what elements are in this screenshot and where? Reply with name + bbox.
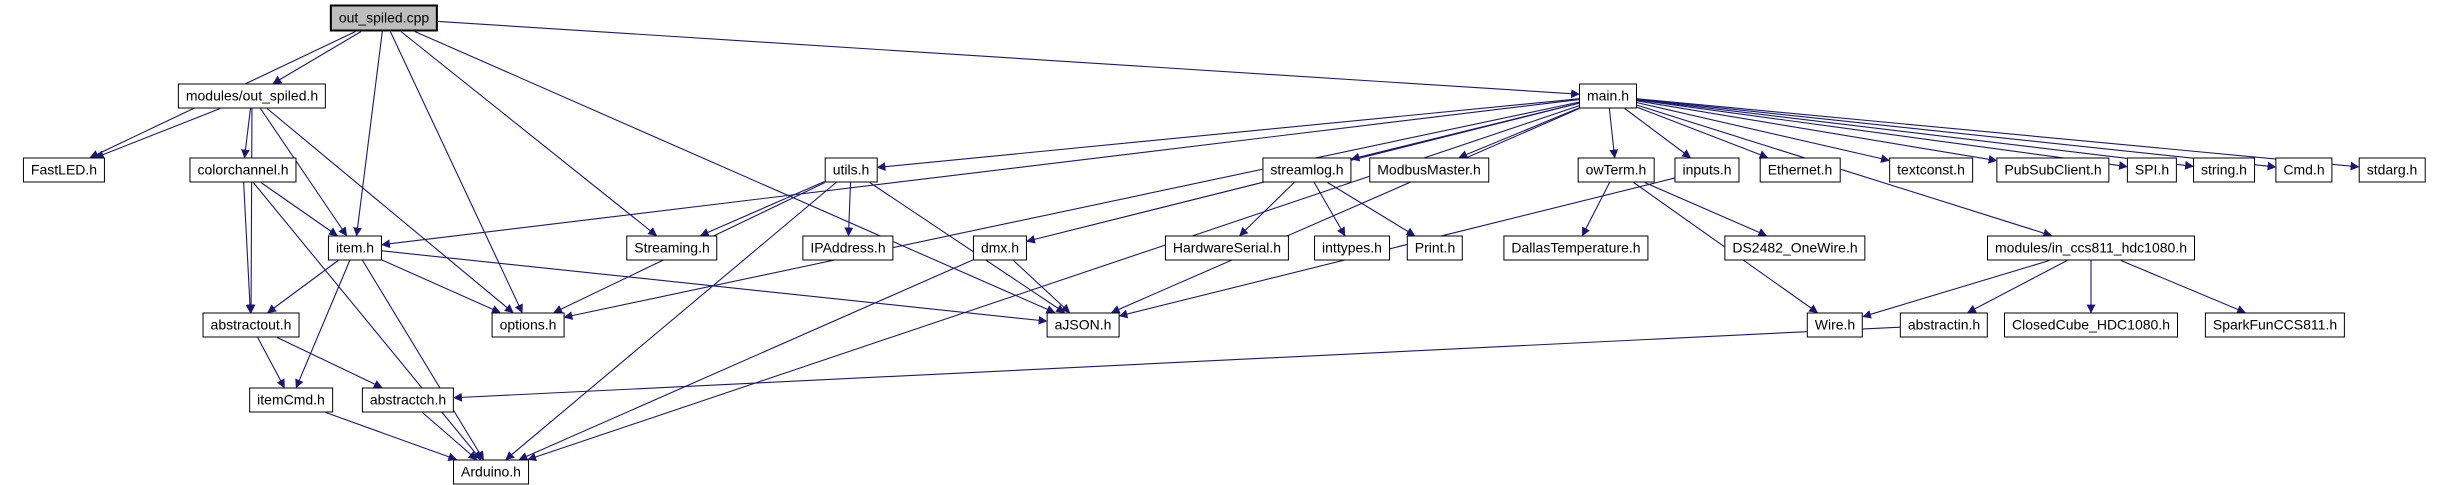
edge-out_spiled_cpp-to-ajson_h <box>414 30 1056 314</box>
edge-colorchannel_h-to-item_h <box>260 182 338 237</box>
edge-main_h-to-owterm_h <box>1608 108 1619 159</box>
node-closedcube_hdc1080_h[interactable]: ClosedCube_HDC1080.h <box>2004 312 2178 338</box>
edge-main_h-to-options_h <box>563 101 1580 320</box>
edge-item_h-to-options_h <box>381 259 501 314</box>
edge-modules_in_ccs811_hdc1080_h-to-abstractin_h <box>1967 260 2068 313</box>
node-modules_out_spiled_h[interactable]: modules/out_spiled.h <box>177 83 327 109</box>
edge-streamlog_h-to-inttypes_h <box>1313 182 1346 237</box>
edge-dmx_h-to-arduino_h <box>518 259 974 461</box>
edge-modules_out_spiled_h-to-item_h <box>260 108 348 237</box>
edge-utils_h-to-ajson_h <box>869 182 1066 313</box>
edge-streamlog_h-to-print_h <box>1327 182 1416 236</box>
edge-main_h-to-item_h <box>381 98 1580 249</box>
edge-main_h-to-string_h <box>1636 98 2194 170</box>
edge-modules_in_ccs811_hdc1080_h-to-sparkfunccs811_h <box>2120 259 2246 314</box>
edge-item_h-to-abstractout_h <box>267 260 339 314</box>
edge-item_h-to-itemcmd_h <box>295 260 351 389</box>
edge-owterm_h-to-dallastemperature_h <box>1581 182 1611 237</box>
node-spi_h[interactable]: SPI.h <box>2126 157 2178 183</box>
edge-abstractch_h-to-arduino_h <box>422 412 478 461</box>
node-cmd_h[interactable]: Cmd.h <box>2275 157 2333 183</box>
node-streaming_h[interactable]: Streaming.h <box>626 235 718 261</box>
edge-out_spiled_cpp-to-options_h <box>389 31 523 314</box>
node-inttypes_h[interactable]: inttypes.h <box>1314 235 1390 261</box>
edge-modules_in_ccs811_hdc1080_h-to-wire_h <box>1862 259 2050 319</box>
edge-main_h-to-ajson_h <box>1110 107 1580 314</box>
edge-main_h-to-modbusmaster_h <box>1458 107 1580 159</box>
edge-out_spiled_cpp-to-streaming_h <box>400 31 658 237</box>
edge-modules_out_spiled_h-to-options_h <box>266 108 514 314</box>
node-colorchannel_h[interactable]: colorchannel.h <box>189 157 297 183</box>
edge-modules_out_spiled_h-to-abstractout_h <box>246 108 256 314</box>
node-out_spiled_cpp[interactable]: out_spiled.cpp <box>329 4 439 32</box>
edge-utils_h-to-streaming_h <box>699 181 825 237</box>
edge-main_h-to-modules_in_ccs811_hdc1080_h <box>1636 104 2053 238</box>
node-modules_in_ccs811_hdc1080_h[interactable]: modules/in_ccs811_hdc1080.h <box>1987 235 2195 261</box>
edge-itemcmd_h-to-arduino_h <box>325 411 458 461</box>
node-item_h[interactable]: item.h <box>327 235 383 261</box>
node-dallastemperature_h[interactable]: DallasTemperature.h <box>1503 235 1649 261</box>
edge-main_h-to-inputs_h <box>1624 108 1691 159</box>
node-hardwareserial_h[interactable]: HardwareSerial.h <box>1164 235 1290 261</box>
node-ajson_h[interactable]: aJSON.h <box>1046 312 1120 338</box>
edge-main_h-to-pubsubclient_h <box>1636 100 1998 164</box>
node-options_h[interactable]: options.h <box>491 312 565 338</box>
edge-utils_h-to-ipaddress_h <box>844 182 854 237</box>
edge-abstractout_h-to-itemcmd_h <box>257 337 285 389</box>
edge-utils_h-to-arduino_h <box>505 182 837 461</box>
edge-inputs_h-to-ajson_h <box>1118 177 1675 319</box>
node-ds2482_onewire_h[interactable]: DS2482_OneWire.h <box>1724 235 1866 261</box>
node-owterm_h[interactable]: owTerm.h <box>1577 157 1655 183</box>
node-utils_h[interactable]: utils.h <box>824 157 878 183</box>
edge-main_h-to-spi_h <box>1636 99 2128 170</box>
edge-out_spiled_cpp-to-item_h <box>353 31 383 237</box>
node-fastled_h[interactable]: FastLED.h <box>22 157 106 183</box>
edge-main_h-to-ethernet_h <box>1636 106 1769 159</box>
node-wire_h[interactable]: Wire.h <box>1806 312 1864 338</box>
node-arduino_h[interactable]: Arduino.h <box>453 459 529 485</box>
node-dmx_h[interactable]: dmx.h <box>972 235 1028 261</box>
node-abstractout_h[interactable]: abstractout.h <box>202 312 300 338</box>
node-string_h[interactable]: string.h <box>2193 157 2255 183</box>
node-stdarg_h[interactable]: stdarg.h <box>2358 157 2426 183</box>
node-modbusmaster_h[interactable]: ModbusMaster.h <box>1369 157 1489 183</box>
node-streamlog_h[interactable]: streamlog.h <box>1262 157 1352 183</box>
edge-out_spiled_cpp-to-modules_out_spiled_h <box>272 31 362 84</box>
node-sparkfunccs811_h[interactable]: SparkFunCCS811.h <box>2204 312 2346 338</box>
edge-abstractin_h-to-abstractch_h <box>453 326 1901 402</box>
edge-modules_out_spiled_h-to-colorchannel_h <box>241 108 252 159</box>
node-textconst_h[interactable]: textconst.h <box>1889 157 1973 183</box>
node-itemcmd_h[interactable]: itemCmd.h <box>249 387 333 413</box>
node-print_h[interactable]: Print.h <box>1406 235 1464 261</box>
node-abstractch_h[interactable]: abstractch.h <box>361 387 455 413</box>
edge-streamlog_h-to-hardwareserial_h <box>1239 182 1295 237</box>
edge-item_h-to-arduino_h <box>362 260 484 461</box>
edge-main_h-to-utils_h <box>876 98 1580 172</box>
edge-owterm_h-to-ds2482_onewire_h <box>1644 181 1768 237</box>
edge-modules_out_spiled_h-to-fastled_h <box>94 107 221 159</box>
edge-main_h-to-cmd_h <box>1636 98 2277 171</box>
edge-colorchannel_h-to-abstractout_h <box>243 182 255 314</box>
node-ethernet_h[interactable]: Ethernet.h <box>1759 157 1841 183</box>
edge-out_spiled_cpp-to-main_h <box>437 20 1580 99</box>
node-ipaddress_h[interactable]: IPAddress.h <box>802 235 894 261</box>
node-pubsubclient_h[interactable]: PubSubClient.h <box>1996 157 2110 183</box>
edge-main_h-to-stdarg_h <box>1636 98 2360 171</box>
node-abstractin_h[interactable]: abstractin.h <box>1899 312 1989 338</box>
edge-colorchannel_h-to-arduino_h <box>252 182 482 461</box>
edge-abstractout_h-to-abstractch_h <box>276 337 383 389</box>
node-main_h[interactable]: main.h <box>1578 83 1638 109</box>
edge-main_h-to-textconst_h <box>1636 102 1890 163</box>
node-inputs_h[interactable]: inputs.h <box>1674 157 1740 183</box>
